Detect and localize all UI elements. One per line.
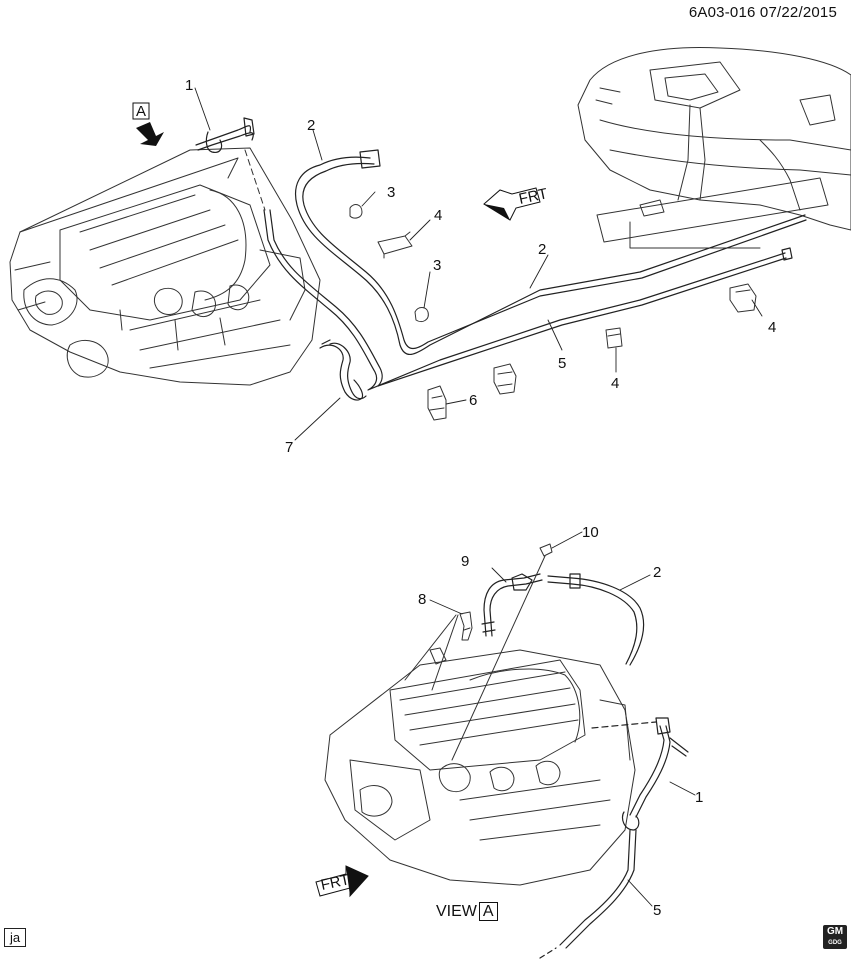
clip-10 bbox=[539, 543, 553, 557]
callout-1: 1 bbox=[185, 77, 193, 94]
callout-2: 2 bbox=[538, 241, 546, 258]
frt-label-upper: FRT bbox=[517, 185, 549, 208]
part-1-view bbox=[591, 717, 689, 831]
leader-lines bbox=[194, 87, 763, 907]
part-1-upper bbox=[195, 117, 255, 153]
callout-3: 3 bbox=[433, 257, 441, 274]
engine-lower bbox=[324, 647, 636, 886]
gm-logo-top: GM bbox=[826, 926, 844, 937]
callout-4: 4 bbox=[611, 375, 619, 392]
connector-detail-box bbox=[596, 177, 829, 243]
callout-5: 5 bbox=[558, 355, 566, 372]
fuel-tank bbox=[577, 47, 851, 231]
callout-3: 3 bbox=[387, 184, 395, 201]
callout-8: 8 bbox=[418, 591, 426, 608]
view-a-marker: A bbox=[132, 102, 164, 146]
view-caption-text: VIEW bbox=[436, 903, 477, 920]
bracket-8 bbox=[459, 611, 473, 641]
gm-logo: GM GDG bbox=[823, 925, 847, 949]
callout-10: 10 bbox=[582, 524, 599, 541]
engine-upper bbox=[9, 147, 321, 386]
callout-5: 5 bbox=[653, 902, 661, 919]
view-a-letter: A bbox=[136, 103, 146, 120]
illustrator-tag: ja bbox=[4, 928, 27, 947]
gm-logo-bottom: GDG bbox=[828, 940, 842, 946]
fuel-line-2-view bbox=[547, 573, 645, 666]
diagram-reference: 6A03-016 07/22/2015 bbox=[688, 4, 837, 21]
retainer-4-b bbox=[729, 283, 757, 313]
fuel-line-5-view bbox=[539, 829, 637, 959]
callout-9: 9 bbox=[461, 553, 469, 570]
fuel-line-5-upper bbox=[263, 209, 793, 391]
frt-label-lower: FRT bbox=[319, 871, 351, 894]
callout-4: 4 bbox=[768, 319, 776, 336]
callout-6: 6 bbox=[469, 392, 477, 409]
view-caption-letter: A bbox=[478, 902, 498, 921]
callout-2: 2 bbox=[653, 564, 661, 581]
clip-3-b bbox=[414, 307, 429, 323]
frt-arrow-upper: FRT bbox=[483, 185, 549, 221]
clip-3-a bbox=[349, 204, 363, 219]
bracket-6-a bbox=[427, 385, 447, 421]
retainer-4-c bbox=[605, 327, 623, 349]
retainer-4-a bbox=[377, 231, 413, 259]
callout-1: 1 bbox=[695, 789, 703, 806]
bracket-6-b bbox=[493, 363, 517, 395]
fuel-line-2-upper bbox=[295, 149, 807, 355]
callout-7: 7 bbox=[285, 439, 293, 456]
callout-2: 2 bbox=[307, 117, 315, 134]
callout-4: 4 bbox=[434, 207, 442, 224]
hose-7 bbox=[319, 339, 367, 401]
frt-arrow-lower: FRT bbox=[315, 865, 369, 898]
